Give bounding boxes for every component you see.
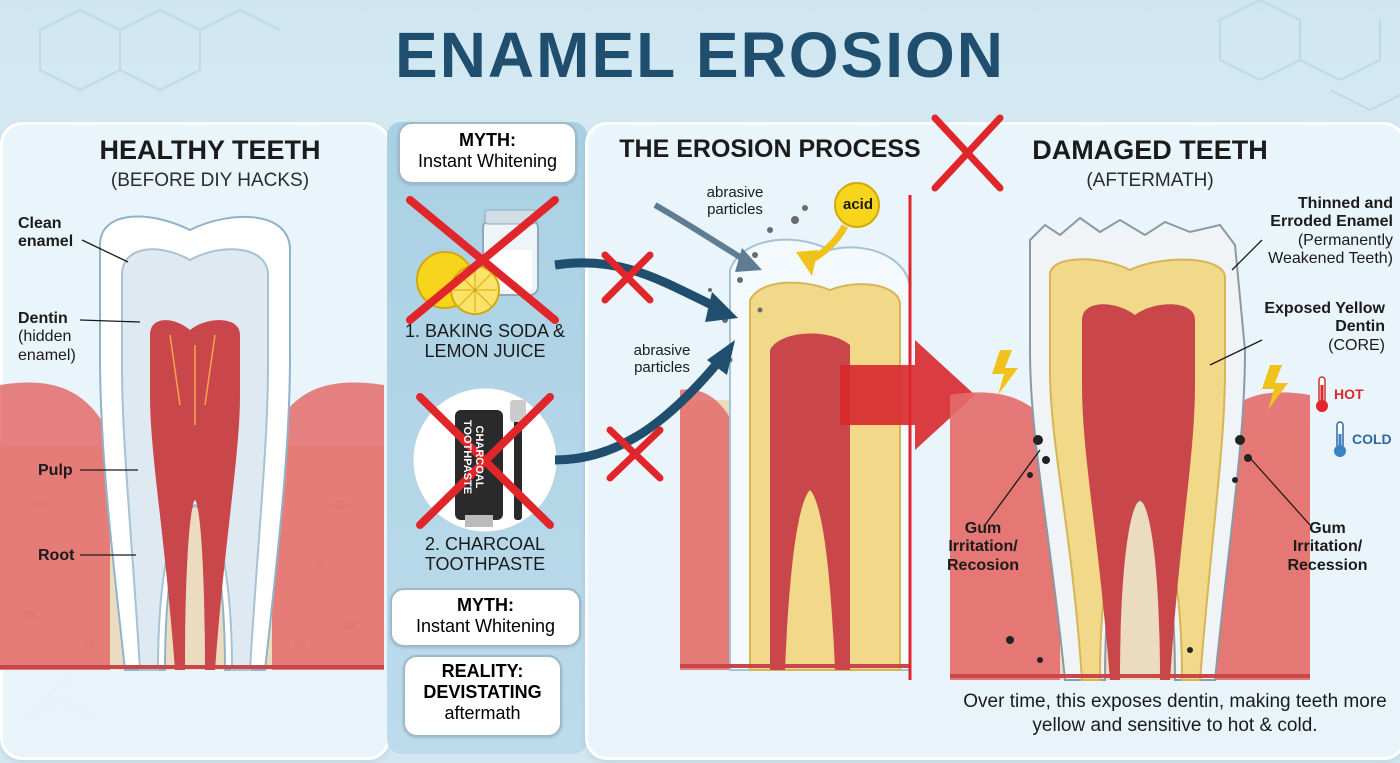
label-thinned-enamel: Thinned and Erroded Enamel(Permanently W… <box>1268 195 1393 268</box>
summary-caption: Over time, this exposes dentin, making t… <box>963 691 1387 736</box>
thermometer-hot-icon <box>1316 376 1328 412</box>
myth-top-title: MYTH: <box>459 130 516 150</box>
baking-soda-lemon-icon <box>406 196 559 324</box>
myth-bubble-top: MYTH: Instant Whitening <box>398 122 577 184</box>
healthy-tooth-illustration <box>0 215 384 671</box>
process-heading: THE EROSION PROCESS <box>619 135 921 163</box>
label-gum-right: Gum Irritation/ Recession <box>1287 520 1368 574</box>
reality-line2: DEVISTATING <box>423 682 542 702</box>
healthy-leader-lines <box>79 239 141 556</box>
label-dentin: Dentin(hidden enamel) <box>18 310 76 364</box>
damaged-subheading: (AFTERMATH) <box>1086 170 1214 191</box>
reality-bubble: REALITY: DEVISTATING aftermath <box>403 655 562 737</box>
label-root: Root <box>38 547 75 564</box>
reality-line3: aftermath <box>444 703 521 723</box>
acid-label: acid <box>842 196 873 213</box>
damaged-heading: DAMAGED TEETH <box>1032 135 1268 165</box>
cold-label: COLD <box>1352 431 1392 447</box>
label-gum-left: Gum Irritation/ Recosion <box>946 520 1019 574</box>
healthy-heading: HEALTHY TEETH <box>99 135 321 165</box>
label-clean-enamel: Clean enamel <box>18 215 74 251</box>
myth-top-text: Instant Whitening <box>417 151 558 171</box>
hack2-label: 2. CHARCOAL TOOTHPASTE <box>424 534 546 574</box>
hack1-label: 1. BAKING SODA & LEMON JUICE <box>404 321 566 361</box>
myth-bottom-text: Instant Whitening <box>415 616 556 636</box>
healthy-subheading: (BEFORE DIY HACKS) <box>110 170 310 191</box>
damaged-tooth-illustration <box>950 216 1310 681</box>
myth-bubble-bottom: MYTH: Instant Whitening <box>390 588 581 647</box>
label-exposed-dentin: Exposed Yellow Dentin(CORE) <box>1264 300 1385 354</box>
abrasive-label-bottom: abrasive particles <box>633 342 691 377</box>
abrasive-label-top: abrasive particles <box>706 184 764 219</box>
thermometer-cold-icon <box>1334 421 1346 457</box>
label-pulp: Pulp <box>38 462 73 479</box>
page-title: ENAMEL EROSION <box>395 19 1005 91</box>
reality-title: REALITY: <box>441 661 524 681</box>
myth-bottom-title: MYTH: <box>457 595 514 615</box>
hot-label: HOT <box>1334 386 1364 402</box>
